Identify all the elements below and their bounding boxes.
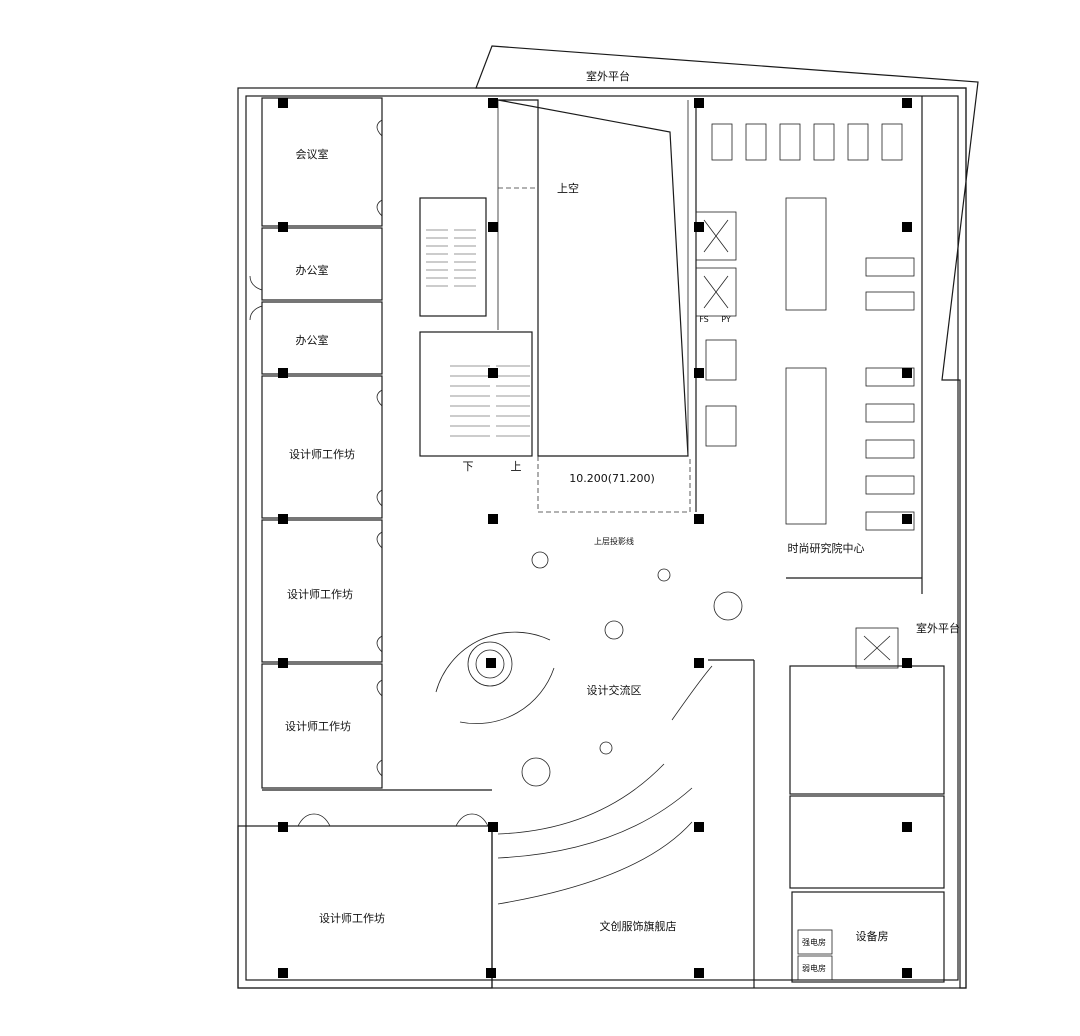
label-office-1: 办公室 (296, 263, 329, 277)
label-elec-room-1: 强电房 (802, 937, 826, 947)
label-py: PY (721, 315, 731, 324)
store-area (491, 659, 755, 988)
service-core (789, 627, 945, 983)
label-stair-up: 上 (511, 460, 522, 473)
label-stair-down: 下 (463, 460, 474, 473)
label-outdoor-terrace-right: 室外平台 (916, 621, 960, 635)
label-outdoor-terrace-top: 室外平台 (586, 69, 630, 83)
label-projection-line: 上层投影线 (594, 536, 634, 546)
label-designer-workshop-1: 设计师工作坊 (289, 447, 355, 461)
outer-walls (237, 45, 979, 989)
label-designer-workshop-4: 设计师工作坊 (319, 911, 385, 925)
exchange-area (435, 551, 743, 787)
void-area (497, 99, 691, 513)
label-equipment-room: 设备房 (856, 929, 889, 943)
left-rooms (237, 97, 493, 989)
label-elevation: 10.200(71.200) (569, 472, 655, 485)
label-fs: FS (699, 315, 709, 324)
curved-stair (497, 763, 693, 905)
label-designer-workshop-3: 设计师工作坊 (285, 719, 351, 733)
label-designer-workshop-2: 设计师工作坊 (287, 587, 353, 601)
label-void: 上空 (557, 181, 579, 195)
label-exchange-area: 设计交流区 (587, 683, 642, 697)
label-flagship-store: 文创服饰旗舰店 (600, 919, 677, 933)
room-labels: 室外平台 会议室 办公室 办公室 设计师工作坊 设计师工作坊 设计师工作坊 设计… (285, 69, 960, 973)
fashion-center (695, 96, 923, 594)
label-elec-room-2: 弱电房 (802, 963, 826, 973)
stair-core-left (419, 197, 533, 457)
structural-columns (278, 98, 912, 978)
label-fashion-center: 时尚研究院中心 (788, 541, 865, 555)
label-meeting-room: 会议室 (296, 147, 329, 161)
label-office-2: 办公室 (296, 333, 329, 347)
